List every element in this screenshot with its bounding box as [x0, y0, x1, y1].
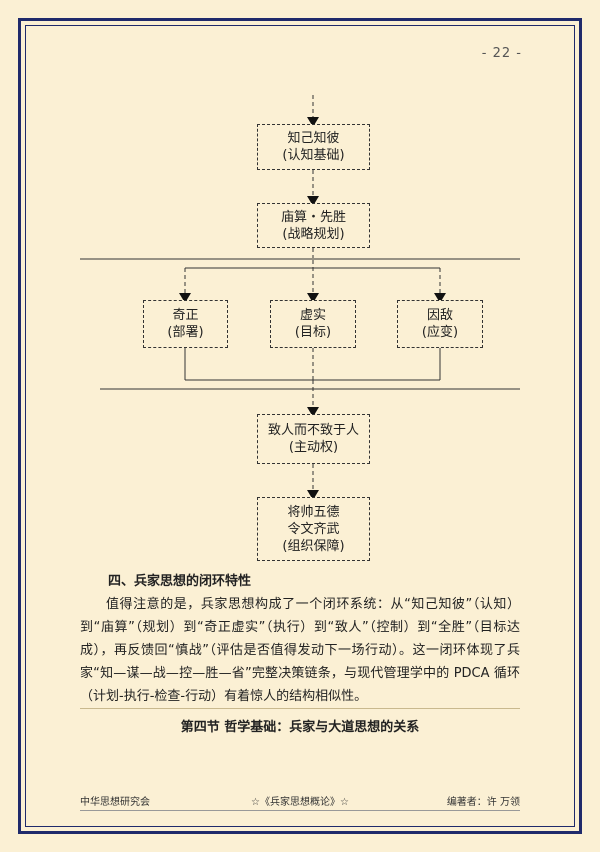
node-yindi: 因敌 (应变) [397, 300, 483, 348]
node-sublabel: (应变) [421, 325, 459, 340]
section-heading: 四、兵家思想的闭环特性 [108, 574, 252, 589]
node-label: 将帅五德 [287, 504, 340, 520]
node-label: 因敌 [426, 308, 453, 323]
node-label: 虚实 [299, 308, 326, 323]
footer-author: 编著者：许 万领 [446, 797, 520, 808]
page-number: - 22 - [481, 46, 522, 61]
node-label: 知己知彼 [287, 131, 340, 146]
page-border-outer [18, 18, 582, 834]
node-sublabel: (目标) [294, 325, 332, 340]
footer-book-title: ☆《兵家思想概论》☆ [251, 797, 349, 808]
node-sublabel: (战略规划) [282, 226, 345, 242]
page-border-inner [25, 25, 575, 827]
node-sublabel: (认知基础) [282, 148, 345, 163]
node-sublabel: (主动权) [288, 440, 339, 455]
node-know-yourself: 知己知彼 (认知基础) [257, 124, 370, 170]
node-initiative: 致人而不致于人 (主动权) [257, 414, 370, 464]
node-label-2: 令文齐武 [287, 521, 340, 537]
node-label: 致人而不致于人 [267, 423, 359, 438]
next-section-title: 第四节 哲学基础：兵家与大道思想的关系 [180, 720, 420, 735]
divider [80, 708, 520, 709]
footer-rule [80, 810, 520, 811]
node-qizheng: 奇正 (部署) [143, 300, 228, 348]
paragraph: 值得注意的是，兵家思想构成了一个闭环系统：从“知己知彼”（认知）到“庙算”（规划… [80, 597, 520, 704]
node-sublabel: (部署) [167, 325, 204, 340]
node-xushi: 虚实 (目标) [270, 300, 356, 348]
node-label: 奇正 [172, 308, 199, 323]
footer-organization: 中华思想研究会 [80, 797, 150, 808]
node-sublabel: (组织保障) [282, 538, 345, 554]
section-4-body: 四、兵家思想的闭环特性 值得注意的是，兵家思想构成了一个闭环系统：从“知己知彼”… [80, 570, 520, 708]
node-label: 庙算・先胜 [280, 209, 346, 225]
node-strategic-planning: 庙算・先胜 (战略规划) [257, 203, 370, 248]
node-organization: 将帅五德 令文齐武 (组织保障) [257, 497, 370, 561]
